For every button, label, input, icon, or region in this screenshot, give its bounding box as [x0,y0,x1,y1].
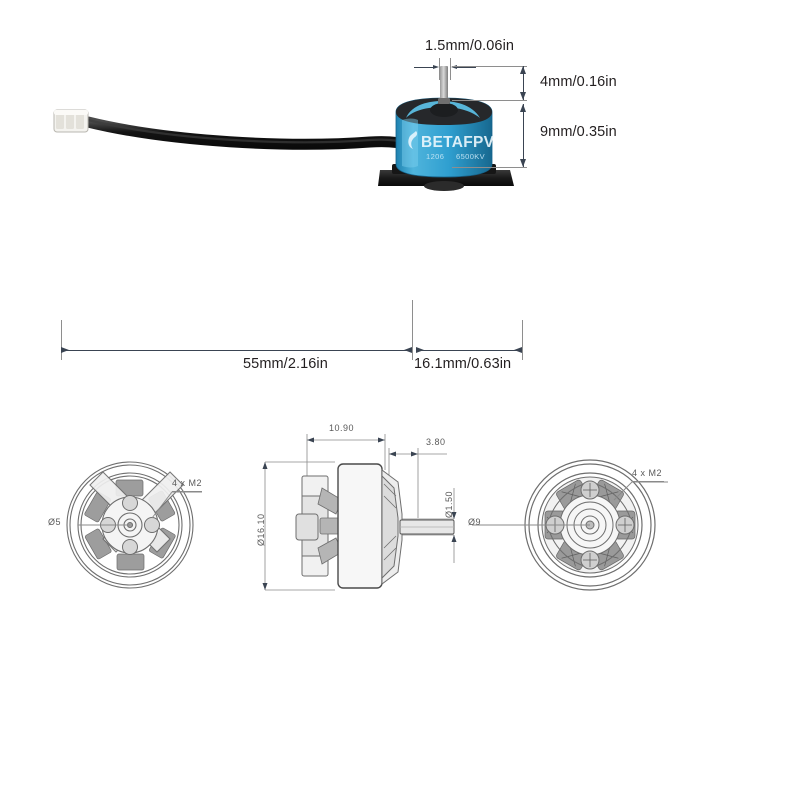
dim-motor-arrow-left [416,346,424,353]
dim-shaft-height-ext-mid [452,100,527,101]
dim-cable-ext-right [412,300,413,360]
motor-shaft [438,66,450,104]
dim-shaft-width-arrow-left [433,64,439,69]
dim-motor-arrow-right [514,346,522,353]
cad-right-bore-label: Ø9 [468,517,482,527]
dim-shaft-width-line-left [414,67,433,68]
motor-bell [395,97,493,178]
dim-shaft-height-ext-top [452,66,527,67]
cad-right-screws-label: 4 x M2 [632,468,663,478]
cad-middle-outer-diameter-label: Ø16.10 [256,513,266,546]
motor-photo: BETAFPV 1206 6500KV [53,66,514,191]
dim-shaft-width-label: 1.5mm/0.06in [425,38,515,54]
dim-shaft-width-line-right [457,67,476,68]
cad-middle-shaft-length-label: 3.80 [426,437,446,447]
dim-shaft-width-ext-left [439,58,440,80]
dim-motor-ext-right [522,320,523,360]
dim-body-height-arrow-bottom [520,159,526,167]
cad-left-screws-label: 4 x M2 [172,478,203,488]
cad-left-screws-underline [172,491,202,492]
cad-left-bore-label: Ø5 [48,517,62,527]
dim-body-height-ext-bottom [452,167,527,168]
svg-text:6500KV: 6500KV [456,152,485,161]
cad-middle-body-length-label: 10.90 [329,423,355,433]
dim-cable-arrow-left [61,346,69,353]
dim-shaft-height-arrow-bottom [520,92,526,100]
svg-text:BETAFPV: BETAFPV [421,134,495,151]
cad-view-right: 4 x M2 Ø9 [468,430,712,620]
cad-side-view-drawing [262,434,457,591]
dim-shaft-height-arrow-top [520,66,526,74]
dim-cable-arrow-right [404,346,412,353]
cad-right-screws-underline [632,481,664,482]
dim-body-height-label: 9mm/0.35in [540,124,617,140]
dim-cable-length-label: 55mm/2.16in [243,356,328,372]
dim-motor-line [416,350,522,351]
cad-bottom-view-drawing [66,461,202,589]
photo-section: BETAFPV 1206 6500KV 1.5mm/0.06in [0,0,798,250]
dim-cable-ext-left [61,320,62,360]
cad-view-left: 4 x M2 Ø5 [20,430,250,620]
motor-branding: BETAFPV 1206 6500KV [408,131,494,161]
dim-shaft-height-label: 4mm/0.16in [540,74,617,90]
cad-top-view-drawing [472,459,668,591]
cad-view-middle: 10.90 3.80 Ø16.10 Ø1.50 [232,418,467,623]
dim-cable-line [61,350,412,351]
dim-shaft-width-ext-right [450,58,451,80]
dim-body-height-arrow-top [520,104,526,112]
dim-motor-length-label: 16.1mm/0.63in [414,356,512,372]
dim-shaft-height-line [523,66,524,100]
motor-cable [82,116,438,162]
dim-body-height-line [523,104,524,167]
jst-connector [53,109,89,133]
cad-middle-shaft-diameter-label: Ø1.50 [444,490,454,518]
svg-text:1206: 1206 [426,152,444,161]
